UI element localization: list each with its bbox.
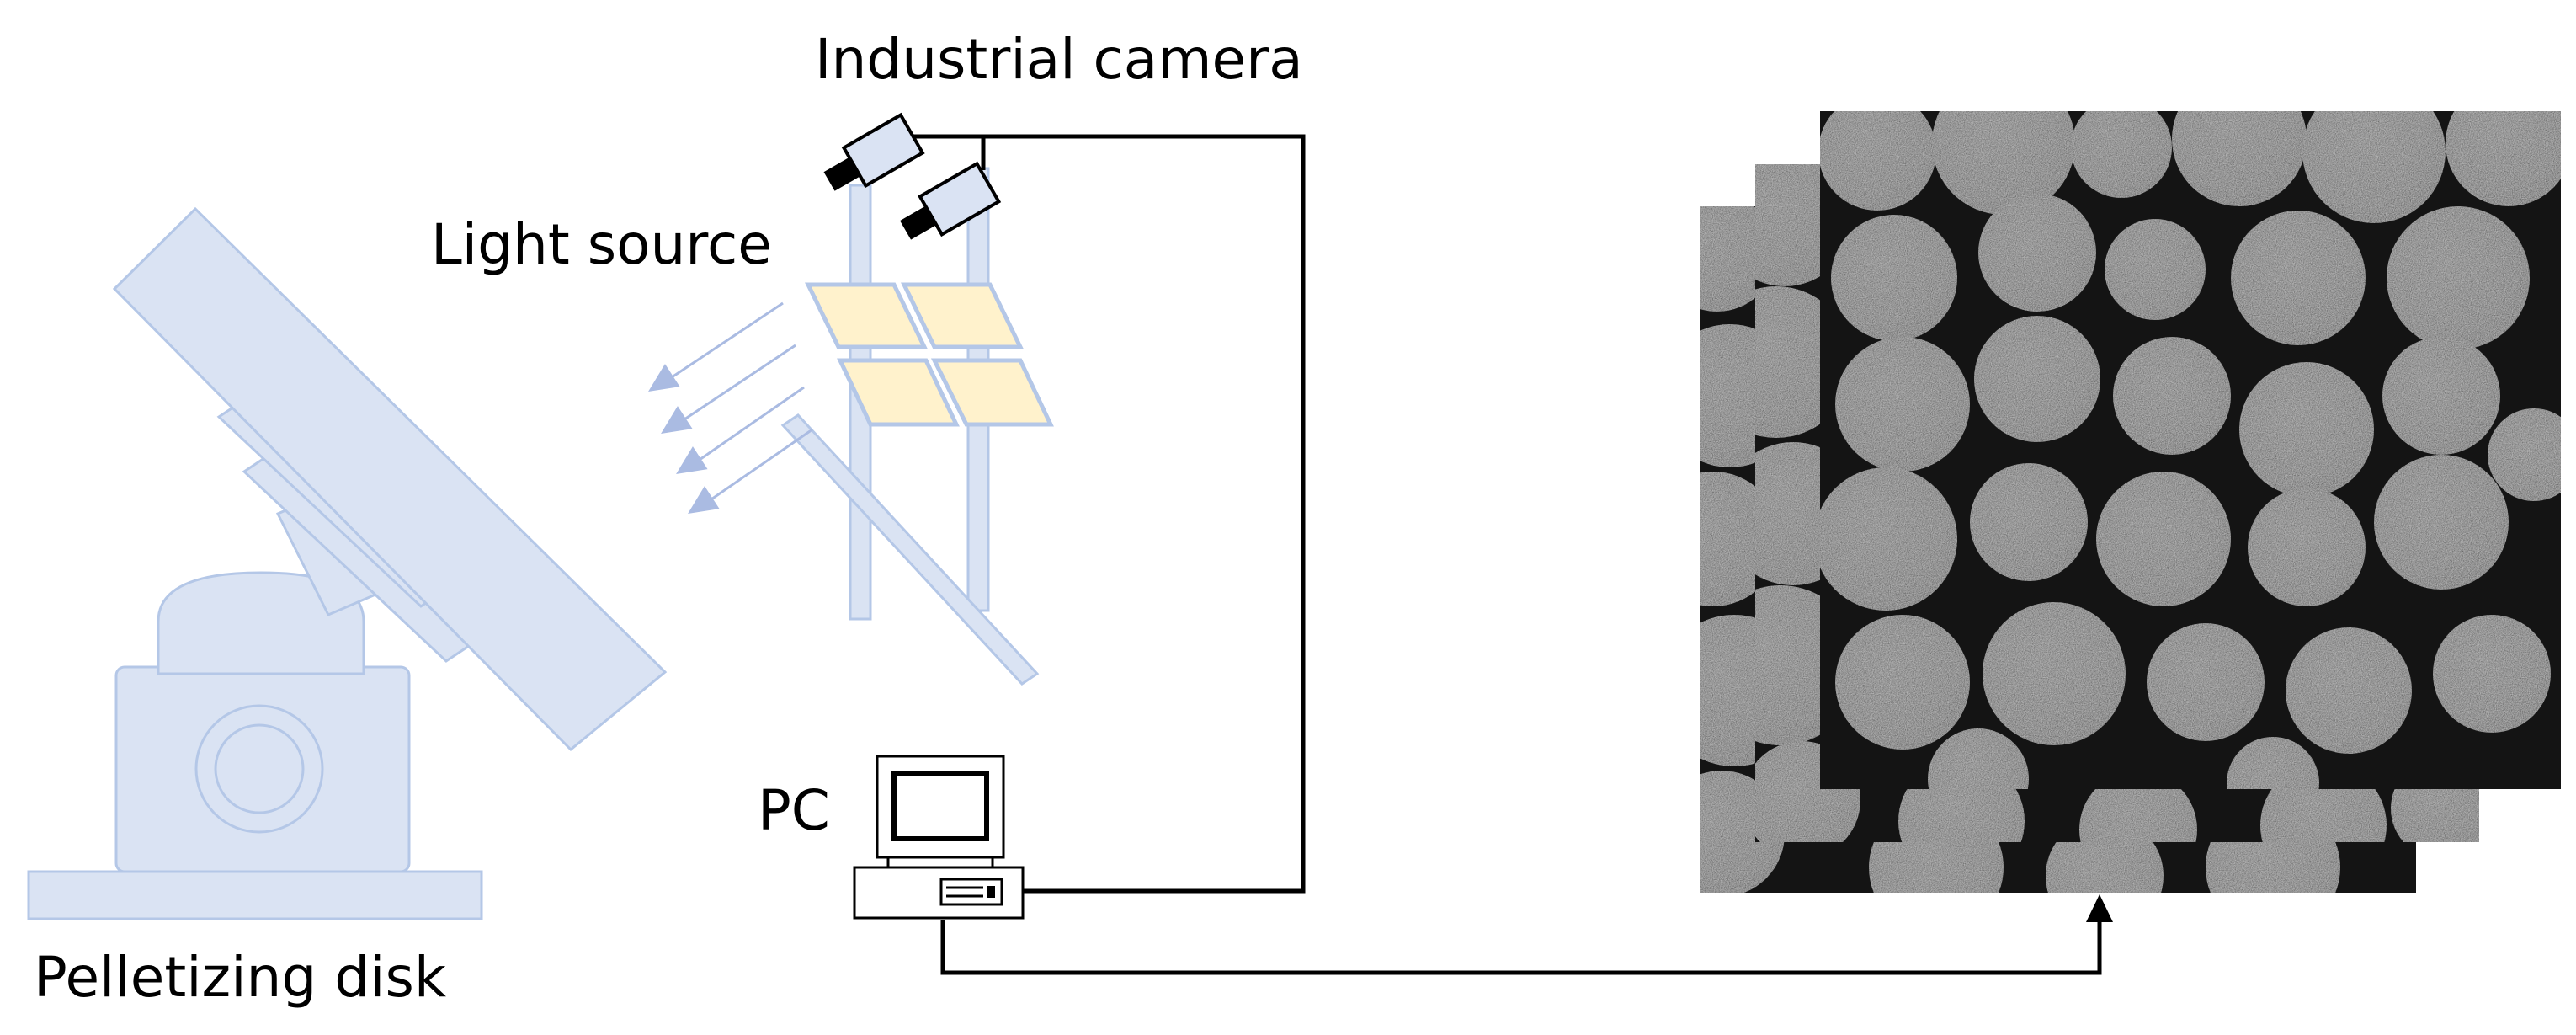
pc-label: PC xyxy=(758,778,830,843)
light-ray-2 xyxy=(681,344,796,423)
cables xyxy=(911,134,2102,975)
stand-diagonal-brace xyxy=(780,413,1040,686)
pc-monitor-stand xyxy=(886,856,994,869)
light-ray-1-head xyxy=(648,364,680,392)
pellet-image-stack-icon xyxy=(1700,111,2561,893)
light-ray-4-head xyxy=(688,486,720,514)
light-panel-3 xyxy=(837,358,960,427)
light-ray-1 xyxy=(668,301,784,381)
light-rays xyxy=(648,301,813,514)
pc-screen xyxy=(891,771,989,841)
disk-motor-housing xyxy=(157,571,365,675)
light-panel-icon xyxy=(805,282,1054,427)
camera-icon xyxy=(823,112,1002,240)
computer-icon xyxy=(853,755,1025,920)
pellet-image-front xyxy=(1820,111,2561,789)
pc-to-images-cable xyxy=(940,918,2102,975)
pelletizing-disk-label: Pelletizing disk xyxy=(34,945,447,1010)
light-ray-4 xyxy=(708,428,813,503)
industrial-camera-label: Industrial camera xyxy=(815,27,1303,92)
camera-to-pc-cable xyxy=(911,134,1306,894)
light-panel-2 xyxy=(901,282,1024,349)
disk-gear-inner xyxy=(214,723,305,814)
camera-1-lens xyxy=(823,157,860,191)
image-arrow-head xyxy=(2086,894,2113,922)
light-ray-3 xyxy=(696,386,805,463)
light-source-label: Light source xyxy=(431,212,772,277)
light-ray-2-head xyxy=(661,406,693,434)
pc-power-button xyxy=(987,886,995,898)
light-panel-1 xyxy=(805,282,928,349)
camera-2-lens xyxy=(900,205,937,240)
disk-base-plate xyxy=(27,870,483,920)
light-ray-3-head xyxy=(676,446,708,474)
disk-plate xyxy=(112,206,668,752)
pelletizing-disk-icon xyxy=(27,206,668,920)
light-panel-4 xyxy=(930,358,1054,427)
